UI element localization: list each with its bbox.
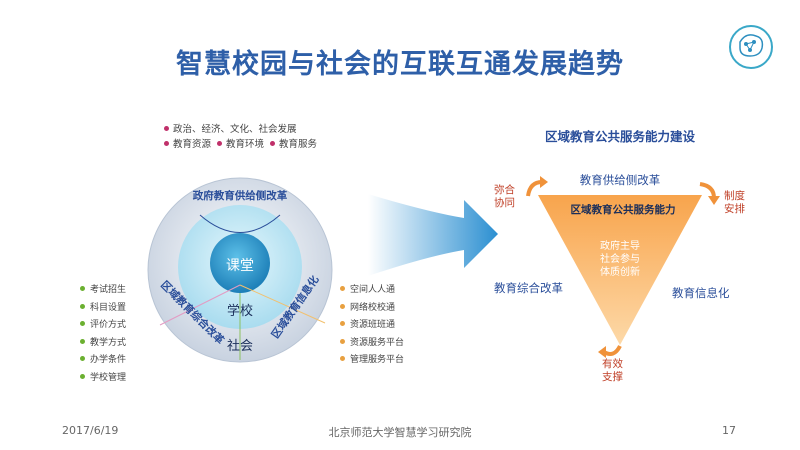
bullet-icon	[340, 356, 345, 362]
list-item: 政治、经济、文化、社会发展	[164, 122, 317, 137]
slide-title: 智慧校园与社会的互联互通发展趋势	[176, 49, 624, 80]
list-item: 办学条件	[80, 352, 126, 370]
triangle-right-edge-label: 教育信息化	[672, 286, 730, 300]
curved-arrow-icon	[598, 345, 622, 358]
left-bullet-list: 考试招生 科目设置 评价方式 教学方式 办学条件 学校管理	[80, 282, 126, 388]
triangle-left-edge-label: 教育综合改革	[494, 281, 563, 295]
circle-top-label: 政府教育供给侧改革	[193, 189, 288, 202]
footer-institute: 北京师范大学智慧学习研究院	[328, 426, 472, 439]
sector-divider-right	[239, 284, 326, 324]
list-item: 资源班班通	[340, 317, 404, 335]
circle-outer-label: 社会	[227, 338, 253, 354]
bullet-icon	[80, 321, 85, 327]
bullet-icon	[80, 356, 85, 362]
sector-divider-left	[159, 284, 241, 326]
list-item: 管理服务平台	[340, 352, 404, 370]
triangle-core-title: 区域教育公共服务能力	[570, 204, 676, 216]
service-capability-triangle	[538, 195, 702, 345]
list-item: 科目设置	[80, 300, 126, 318]
corner-left-label: 弥合 协同	[494, 184, 515, 209]
curved-arrow-icon	[526, 176, 548, 197]
bullet-icon	[340, 338, 345, 344]
list-item: 资源服务平台	[340, 335, 404, 353]
circle-middle-label: 学校	[227, 303, 253, 319]
core-line: 体质创新	[600, 267, 640, 278]
circle-inner-label: 课堂	[226, 258, 254, 274]
corner-bottom-label: 有效 支撑	[602, 358, 623, 383]
bullet-icon	[340, 303, 345, 309]
top-bullet-list: 政治、经济、文化、社会发展 教育资源 教育环境 教育服务	[164, 122, 317, 152]
list-item: 考试招生	[80, 282, 126, 300]
list-item: 网络校校通	[340, 300, 404, 318]
bullet-icon	[80, 373, 85, 379]
footer-date: 2017/6/19	[62, 424, 119, 437]
bullet-icon	[80, 338, 85, 344]
bullet-icon	[80, 286, 85, 291]
concentric-circle-diagram: 政府教育供给侧改革 课堂 学校 社会 区域教育综合改革 区域教育信息化	[147, 177, 333, 363]
core-line: 政府主导	[600, 241, 640, 252]
triangle-top-edge-label: 教育供给侧改革	[579, 173, 661, 187]
sector-divider-top	[199, 214, 281, 233]
bullet-icon	[340, 286, 345, 291]
list-item: 评价方式	[80, 317, 126, 335]
transition-arrow-icon	[368, 194, 498, 276]
corner-right-label: 制度 安排	[724, 190, 745, 215]
footer-page-number: 17	[722, 424, 736, 437]
core-line: 社会参与	[600, 254, 640, 265]
list-item: 教育资源 教育环境 教育服务	[164, 137, 317, 152]
right-bullet-list: 空间人人通 网络校校通 资源班班通 资源服务平台 管理服务平台	[340, 282, 404, 370]
inner-circle	[210, 233, 270, 293]
bullet-icon	[270, 141, 276, 146]
bullet-icon	[164, 126, 169, 131]
bullet-icon	[80, 303, 85, 309]
bullet-icon	[164, 141, 169, 146]
list-item: 学校管理	[80, 370, 126, 388]
bullet-icon	[340, 321, 345, 327]
list-item: 教学方式	[80, 335, 126, 353]
curved-arrow-icon	[699, 182, 720, 205]
triangle-heading: 区域教育公共服务能力建设	[544, 129, 695, 144]
list-item: 空间人人通	[340, 282, 404, 300]
brain-logo-icon	[729, 25, 773, 69]
triangle-core-lines: 政府主导 社会参与 体质创新	[580, 240, 660, 279]
bullet-icon	[217, 141, 223, 146]
